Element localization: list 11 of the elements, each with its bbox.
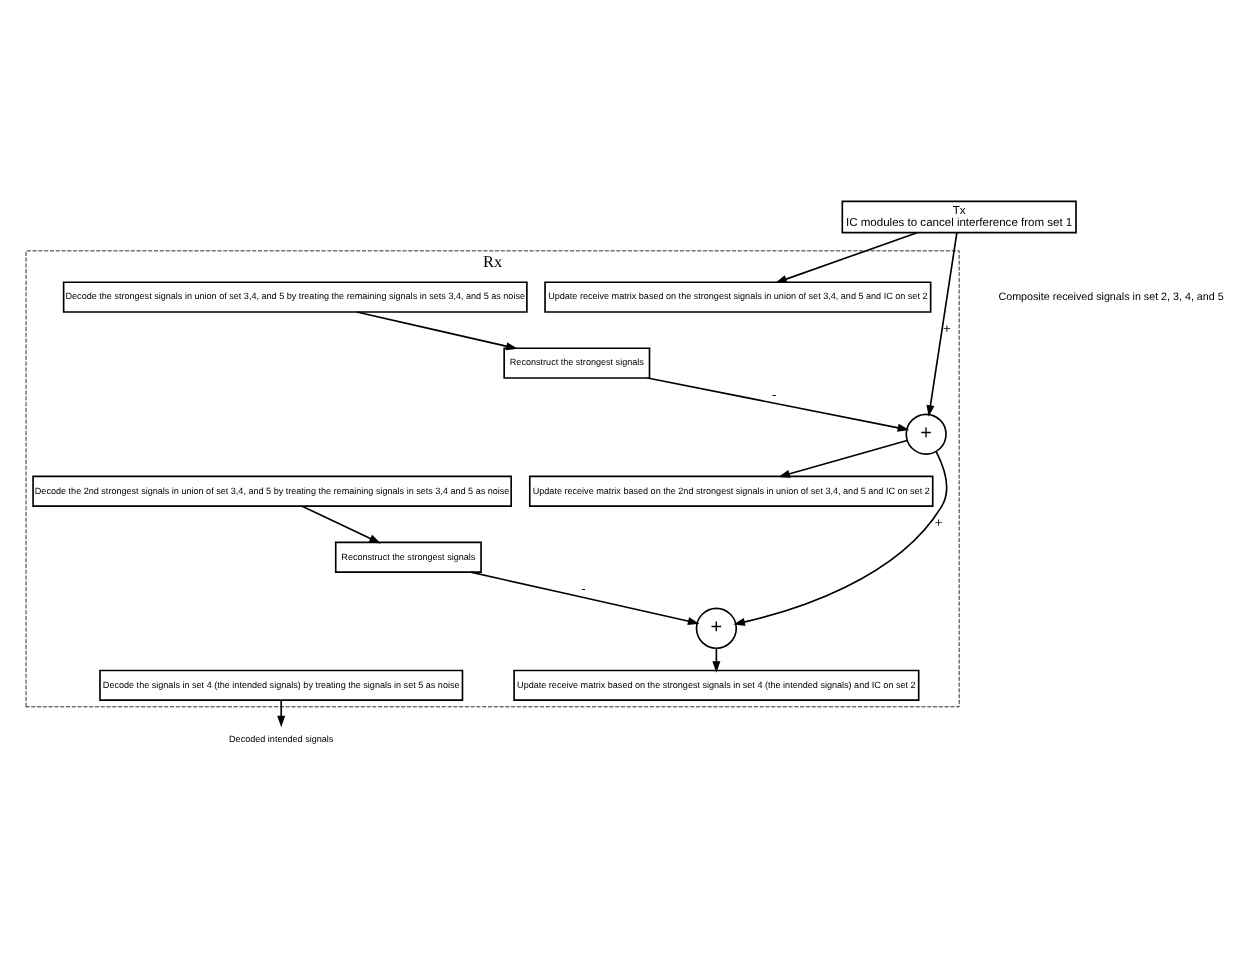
arrow	[301, 504, 381, 543]
arrow	[778, 438, 908, 477]
arrow	[775, 230, 918, 282]
arrow	[277, 698, 286, 727]
arrow	[926, 231, 958, 416]
arrow	[733, 449, 948, 625]
node-circle: +	[905, 412, 947, 454]
node-circle: +	[695, 606, 738, 649]
arrow	[646, 376, 910, 431]
arrow	[469, 570, 700, 625]
arrow	[355, 310, 518, 350]
